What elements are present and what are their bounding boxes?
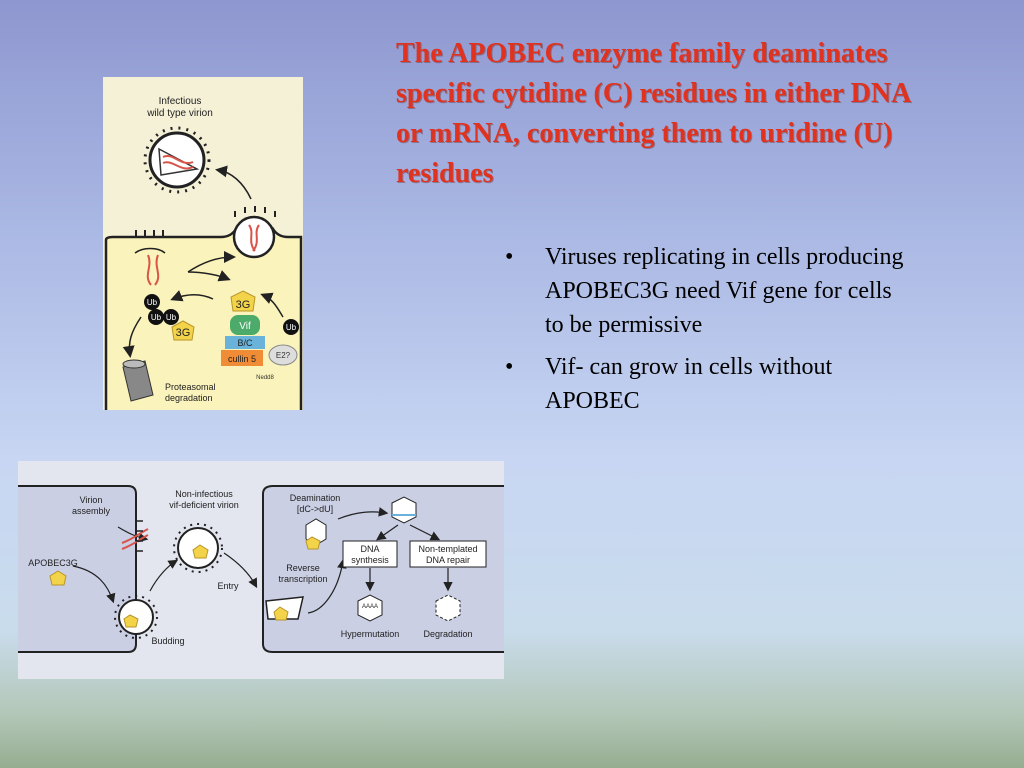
- viral-rna-icon: [146, 254, 160, 286]
- noninfectious-label-2: vif-deficient virion: [169, 500, 239, 510]
- bullet-list: • Viruses replicating in cells producing…: [505, 240, 905, 426]
- bullet-text: Viruses replicating in cells producing A…: [545, 244, 904, 338]
- noninfectious-virion-icon: [173, 523, 223, 573]
- bullet-item: • Vif- can grow in cells without APOBEC: [505, 350, 905, 418]
- apobec3g-label: APOBEC3G: [28, 558, 78, 568]
- proteasome-icon: [122, 359, 154, 402]
- ubiquitinated-3g-icon: Ub Ub Ub 3G: [144, 294, 195, 341]
- bullet-symbol: •: [505, 354, 514, 380]
- reverse-transcription-label-2: transcription: [278, 574, 327, 584]
- aaaa-label: AAAA: [362, 604, 378, 610]
- dna-synthesis-label-2: synthesis: [351, 555, 389, 565]
- hypermutation-label: Hypermutation: [341, 629, 400, 639]
- dna-synthesis-box: [342, 540, 398, 568]
- noninfectious-label: Non-infectious: [175, 489, 233, 499]
- deamination-label-2: [dC->dU]: [297, 504, 333, 514]
- bullet-text: Vif- can grow in cells without APOBEC: [545, 354, 833, 414]
- hypermutated-dna-icon: AAAA: [357, 594, 383, 622]
- viral-rna-icon: [121, 528, 149, 544]
- vif-label: Vif: [239, 321, 251, 332]
- hypermutation-diagram: Virion assembly APOBEC3G Budding Non-inf…: [18, 485, 504, 653]
- dna-repair-label-2: DNA repair: [426, 555, 470, 565]
- hypermutation-figure: Virion assembly APOBEC3G Budding Non-inf…: [18, 461, 504, 679]
- infectious-virion-icon: [143, 126, 211, 194]
- receptor-spikes: [135, 230, 164, 237]
- ub-label: Ub: [147, 298, 158, 307]
- apobec-3g-label: 3G: [176, 327, 191, 339]
- reverse-transcription-label: Reverse: [286, 563, 320, 573]
- ub-label: Ub: [286, 323, 297, 332]
- degradation-label: Degradation: [423, 629, 472, 639]
- apobec3g-icon: [49, 570, 67, 586]
- infectious-label: Infectious: [159, 96, 202, 107]
- bullet-symbol: •: [505, 244, 514, 270]
- deamination-label: Deamination: [290, 493, 341, 503]
- entered-virion-icon: [265, 596, 304, 621]
- cullin-label: cullin 5: [228, 354, 256, 364]
- bc-label: B/C: [237, 338, 253, 348]
- deaminated-dna-icon: [305, 518, 327, 550]
- bullet-item: • Viruses replicating in cells producing…: [505, 240, 905, 342]
- entry-label: Entry: [217, 581, 239, 591]
- budding-virion-icon: [232, 206, 276, 259]
- proteasome-label-2: degradation: [165, 393, 213, 403]
- target-dna-icon: [391, 496, 417, 524]
- proteasome-label: Proteasomal: [165, 382, 216, 392]
- infectious-label-2: wild type virion: [146, 108, 213, 119]
- apobec-3g-label: 3G: [236, 299, 251, 311]
- vif-degradation-diagram: Infectious wild type virion: [104, 96, 303, 410]
- ub-label: Ub: [151, 313, 162, 322]
- virion-assembly-label: Virion: [80, 495, 103, 505]
- dna-repair-box: [409, 540, 487, 568]
- vif-degradation-figure: Infectious wild type virion: [103, 77, 303, 410]
- nedd8-label: Nedd8: [256, 375, 274, 381]
- producer-cell: [18, 485, 137, 653]
- dna-synthesis-label: DNA: [360, 544, 379, 554]
- virion-assembly-label-2: assembly: [72, 506, 111, 516]
- slide-title: The APOBEC enzyme family deaminates spec…: [396, 38, 910, 189]
- e2-label: E2?: [276, 351, 291, 360]
- budding-label: Budding: [151, 636, 184, 646]
- degraded-dna-icon: [435, 594, 461, 622]
- dna-repair-label: Non-templated: [418, 544, 477, 554]
- budding-virion-icon: [114, 595, 158, 639]
- vif-complex-icon: 3G Vif B/C cullin 5 E2? Ub Nedd8: [221, 290, 299, 381]
- ub-label: Ub: [166, 313, 177, 322]
